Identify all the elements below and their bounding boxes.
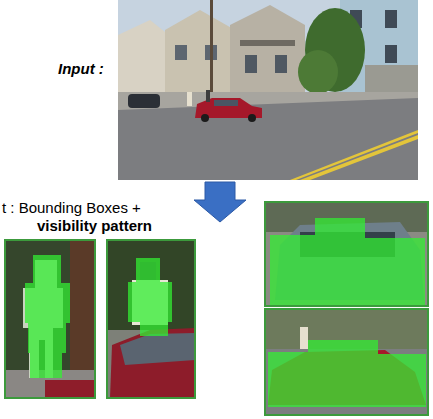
panel-border [5,240,95,398]
down-arrow [194,182,246,222]
pedestrian-crop [107,240,195,398]
car-crop [265,309,428,415]
pedestrian-crop [5,240,95,398]
street-photo [118,0,418,180]
output-label: t : Bounding Boxes + [2,199,141,217]
output-label: visibility pattern [37,217,152,235]
panel-border [107,240,195,398]
car-crop [265,202,428,306]
panel-border [265,309,428,415]
input-label: Input : [58,60,104,78]
panel-border [265,202,428,306]
